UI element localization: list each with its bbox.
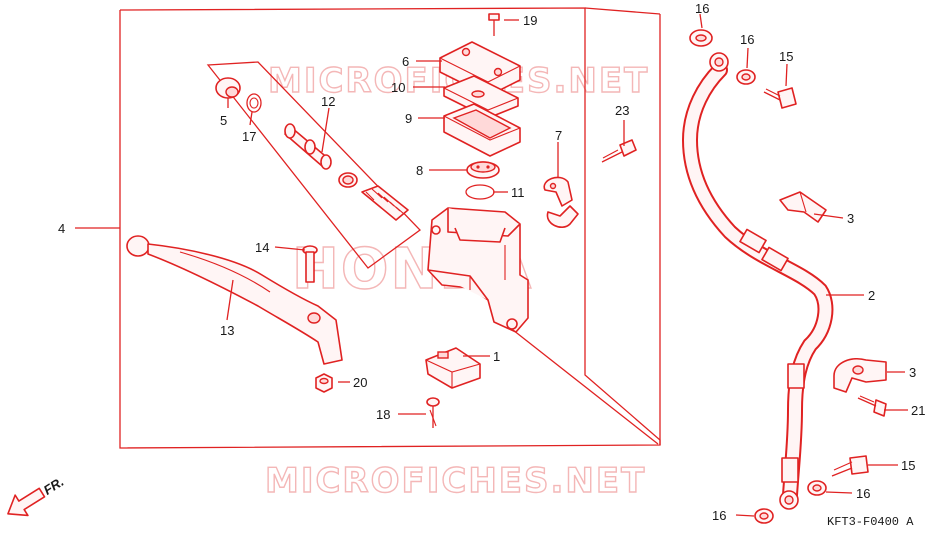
oil-bolt-15-bottom [831,455,869,477]
reservoir-float [466,161,500,179]
callout-16-bottom-left: 16 [712,508,726,523]
callout-16-top-left: 16 [695,1,709,16]
piston-kit-outline [206,61,421,269]
callout-21: 21 [911,403,925,418]
screw-19 [488,13,500,36]
callout-15-bottom: 15 [901,458,915,473]
leader-lines [75,13,908,517]
screw-18 [426,397,440,428]
callout-3-top: 3 [847,211,854,226]
callout-6: 6 [402,54,409,69]
callout-15-top: 15 [779,49,793,64]
callout-19: 19 [523,13,537,28]
front-label: FR. [41,474,67,498]
callout-8: 8 [416,163,423,178]
callout-17: 17 [242,129,256,144]
callout-12: 12 [321,94,335,109]
cup-seal [338,172,358,188]
master-cylinder-body [427,207,529,333]
piston-12 [284,123,332,170]
washers-16 [689,29,827,524]
nut-20 [315,373,333,393]
callout-14: 14 [255,240,269,255]
callout-1: 1 [493,349,500,364]
callout-18: 18 [376,407,390,422]
callout-11: 11 [511,185,525,200]
callout-7: 7 [555,128,562,143]
stop-switch [425,347,481,389]
brake-lever [126,235,343,365]
spring [361,185,409,221]
holder-7 [543,176,579,228]
bolt-23 [601,139,637,163]
assembly-outline-edge [584,7,661,15]
callout-23: 23 [615,103,629,118]
brake-hose [681,52,834,510]
reservoir-plate [443,75,519,119]
bolt-21 [857,395,887,417]
watermark-bottom: MICROFICHES.NET [265,461,646,501]
boot-5 [215,77,241,99]
hose-clamp-bottom [833,358,887,393]
callout-20: 20 [353,375,367,390]
callout-4: 4 [58,221,65,236]
reservoir-diaphragm [443,103,521,157]
oil-bolt-15-top [763,87,797,109]
circlip-17 [246,93,262,113]
callout-5: 5 [220,113,227,128]
hose-clamp-top [779,191,827,223]
figure-code: KFT3-F0400 A [827,515,914,529]
reservoir-cap [439,41,521,97]
callout-16-top-right: 16 [740,32,754,47]
callout-2: 2 [868,288,875,303]
callout-3-bottom: 3 [909,365,916,380]
front-direction-arrow: FR. [7,474,67,517]
callout-9: 9 [405,111,412,126]
callout-16-bottom-right: 16 [856,486,870,501]
circlip [465,184,495,200]
callout-13: 13 [220,323,234,338]
callout-10: 10 [391,80,405,95]
